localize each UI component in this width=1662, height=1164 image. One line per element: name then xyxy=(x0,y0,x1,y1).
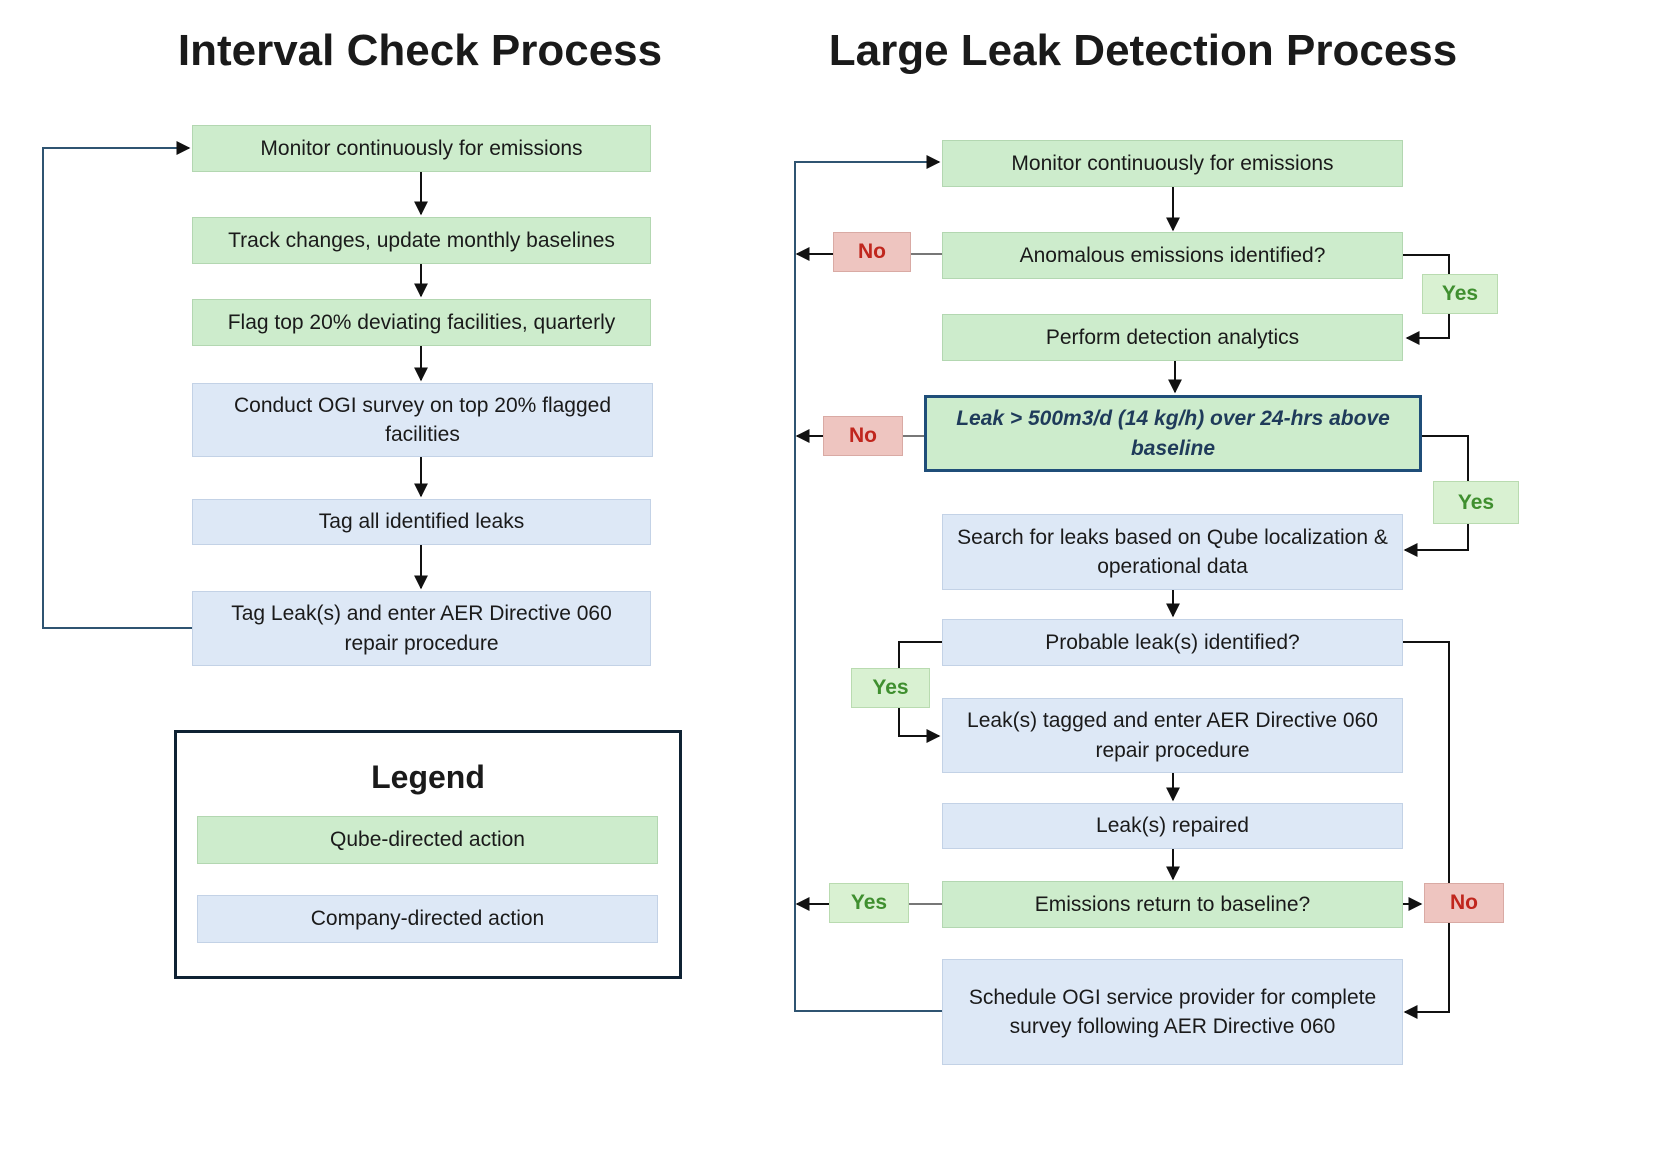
right-step-schedule: Schedule OGI service provider for comple… xyxy=(942,959,1403,1065)
right-step-monitor: Monitor continuously for emissions xyxy=(942,140,1403,187)
tag-yes-baseline: Yes xyxy=(829,883,909,923)
right-step-repaired: Leak(s) repaired xyxy=(942,803,1403,849)
large-leak-title: Large Leak Detection Process xyxy=(828,26,1458,75)
legend: Legend Qube-directed action Company-dire… xyxy=(174,730,682,979)
left-step-flag-top: Flag top 20% deviating facilities, quart… xyxy=(192,299,651,346)
left-step-ogi-survey: Conduct OGI survey on top 20% flagged fa… xyxy=(192,383,653,457)
right-step-analytics: Perform detection analytics xyxy=(942,314,1403,361)
left-step-enter-repair: Tag Leak(s) and enter AER Directive 060 … xyxy=(192,591,651,666)
tag-yes-probable: Yes xyxy=(851,668,930,708)
left-step-track-changes: Track changes, update monthly baselines xyxy=(192,217,651,264)
tag-no-baseline: No xyxy=(1424,883,1504,923)
legend-company-action: Company-directed action xyxy=(197,895,658,943)
interval-check-title: Interval Check Process xyxy=(177,26,663,75)
tag-yes-anomalous: Yes xyxy=(1422,274,1498,314)
legend-qube-action: Qube-directed action xyxy=(197,816,658,864)
right-step-baseline: Emissions return to baseline? xyxy=(942,881,1403,928)
right-step-probable: Probable leak(s) identified? xyxy=(942,619,1403,666)
right-step-leak-threshold: Leak > 500m3/d (14 kg/h) over 24-hrs abo… xyxy=(924,395,1422,472)
tag-no-anomalous: No xyxy=(833,232,911,272)
tag-no-leak-threshold: No xyxy=(823,416,903,456)
left-step-monitor: Monitor continuously for emissions xyxy=(192,125,651,172)
right-step-tagged: Leak(s) tagged and enter AER Directive 0… xyxy=(942,698,1403,773)
right-step-anomalous: Anomalous emissions identified? xyxy=(942,232,1403,279)
left-step-tag-leaks: Tag all identified leaks xyxy=(192,499,651,545)
right-step-search: Search for leaks based on Qube localizat… xyxy=(942,514,1403,590)
tag-yes-leak-threshold: Yes xyxy=(1433,481,1519,524)
legend-title: Legend xyxy=(371,759,485,795)
